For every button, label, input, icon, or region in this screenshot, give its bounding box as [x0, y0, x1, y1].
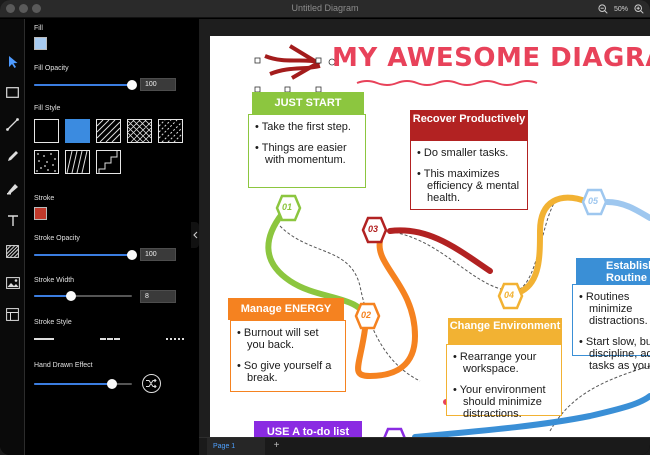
pointer-icon[interactable]	[4, 53, 21, 70]
tool-strip	[0, 19, 25, 455]
list-item: • Your environment should minimize distr…	[453, 384, 546, 420]
page-bar: Page 1 +	[199, 437, 650, 455]
diagram-title: MY AWESOME DIAGRAM!	[332, 43, 650, 73]
rectangle-icon[interactable]	[4, 84, 21, 101]
list-item: • Burnout will set you back.	[237, 327, 319, 351]
fill-label: Fill	[34, 25, 43, 32]
fill-style-none[interactable]	[34, 119, 59, 143]
stroke-width-label: Stroke Width	[34, 277, 75, 284]
layout-icon[interactable]	[4, 306, 21, 323]
fill-style-zigzag-line[interactable]	[96, 150, 121, 174]
step-heading: JUST START	[252, 92, 364, 114]
fill-style-dots[interactable]	[34, 150, 59, 174]
step-heading: USE A to-do list	[254, 421, 362, 437]
title-underline	[356, 80, 538, 86]
list-item: • Rearrange your workspace.	[453, 351, 537, 375]
zoom-level: 50%	[613, 5, 628, 13]
zoom-window-button[interactable]	[32, 4, 41, 13]
fill-opacity-slider[interactable]	[34, 79, 137, 91]
list-item: • Take the first step.	[255, 121, 351, 133]
shuffle-icon[interactable]	[142, 374, 161, 393]
zoom-in-icon[interactable]	[634, 4, 644, 14]
zoom-out-icon[interactable]	[598, 4, 608, 14]
collapse-panel-button[interactable]	[191, 222, 199, 248]
stroke-label: Stroke	[34, 195, 55, 202]
step-number: 01	[282, 202, 293, 212]
page-tab[interactable]: Page 1	[207, 438, 265, 455]
line-icon[interactable]	[4, 116, 21, 133]
step-card: • Take the first step. • Things are easi…	[248, 114, 366, 188]
step-heading: Manage ENERGY	[228, 298, 344, 320]
list-item: • Do smaller tasks.	[417, 147, 509, 159]
stroke-style-label: Stroke Style	[34, 319, 72, 326]
list-item: • Routines minimize distractions.	[579, 291, 648, 327]
stroke-style-dashed[interactable]	[100, 338, 120, 340]
image-icon[interactable]	[4, 274, 21, 291]
stroke-width-slider[interactable]	[34, 290, 132, 302]
fill-color-swatch[interactable]	[34, 37, 47, 50]
pencil-icon[interactable]	[4, 148, 21, 165]
window-title: Untitled Diagram	[291, 3, 359, 13]
hand-drawn-label: Hand Drawn Effect	[34, 362, 93, 369]
stroke-style-solid[interactable]	[34, 338, 54, 340]
zoom-controls: 50%	[598, 2, 644, 16]
fill-style-solid[interactable]	[65, 119, 90, 143]
stroke-style-dotted[interactable]	[166, 338, 184, 340]
list-item: • This maximizes efficiency & mental hea…	[417, 168, 520, 204]
step-heading: Change Environment	[448, 318, 562, 346]
step-card: • Burnout will set you back. • So give y…	[230, 320, 346, 392]
chevron-left-icon	[192, 231, 197, 239]
step-card: • Do smaller tasks. • This maximizes eff…	[410, 140, 528, 210]
fill-style-zigzag[interactable]	[65, 150, 90, 174]
step-number: 04	[504, 290, 515, 300]
stroke-color-swatch[interactable]	[34, 207, 47, 220]
fill-style-dashed[interactable]	[158, 119, 183, 143]
stroke-opacity-input[interactable]: 100	[140, 248, 176, 261]
fill-opacity-label: Fill Opacity	[34, 65, 69, 72]
step-card: • Routines minimize distractions. • Star…	[572, 284, 650, 372]
list-item: • Things are easier with momentum.	[255, 142, 347, 166]
fill-style-hachure[interactable]	[96, 119, 121, 143]
fill-style-label: Fill Style	[34, 105, 61, 112]
list-item: • Start slow, build discipline, add task…	[579, 336, 650, 372]
close-window-button[interactable]	[6, 4, 15, 13]
fill-style-cross-hatch[interactable]	[127, 119, 152, 143]
stroke-opacity-label: Stroke Opacity	[34, 235, 80, 242]
diagram-canvas[interactable]: MY AWESOME DIAGRAM! 01 02 03 04 05 JUST …	[210, 36, 650, 437]
properties-panel: Fill Fill Opacity 100 Fill Style Stro	[26, 19, 192, 455]
step-number: 03	[368, 224, 379, 234]
step-heading: Recover Productively	[410, 110, 528, 142]
step-card: • Rearrange your workspace. • Your envir…	[446, 344, 562, 420]
marker-icon[interactable]	[4, 180, 21, 197]
hatch-icon[interactable]	[4, 243, 21, 260]
step-heading: Establish a Routine	[576, 258, 650, 286]
step-number: 05	[588, 196, 599, 206]
add-page-button[interactable]: +	[273, 440, 280, 451]
text-icon[interactable]	[4, 212, 21, 229]
minimize-window-button[interactable]	[19, 4, 28, 13]
title-bar: Untitled Diagram 50%	[0, 0, 650, 18]
step-number: 02	[361, 310, 372, 320]
stroke-opacity-slider[interactable]	[34, 249, 137, 261]
list-item: • So give yourself a break.	[237, 360, 332, 384]
hand-drawn-slider[interactable]	[34, 378, 132, 390]
stroke-width-input[interactable]: 8	[140, 290, 176, 303]
fill-opacity-input[interactable]: 100	[140, 78, 176, 91]
